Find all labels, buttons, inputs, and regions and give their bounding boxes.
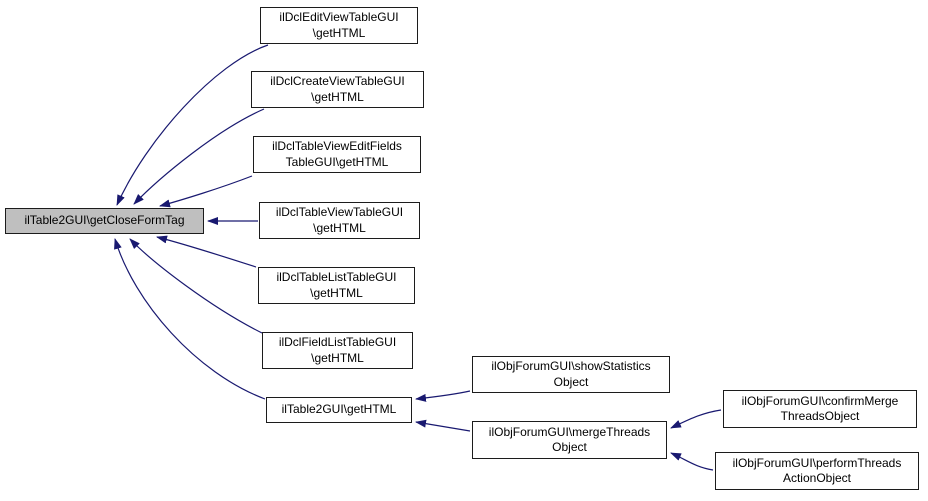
node-label-line: \getHTML	[311, 89, 364, 104]
node-label-line: ilObjForumGUI\showStatistics	[491, 359, 651, 373]
edge-ildcltablelisttablegui-to-getcloseformtag	[156, 235, 257, 268]
node-label-line: Object	[553, 374, 589, 389]
node-label-line: ActionObject	[782, 471, 852, 485]
node-label-line: ilObjForumGUI\performThreads	[732, 455, 902, 470]
edge-performthreads-to-mergethreads	[670, 452, 714, 471]
node-ildcltableviewtablegui-gethtml[interactable]: ilDclTableViewTableGUI \getHTML	[259, 202, 420, 239]
node-label-line: TableGUI\getHTML	[285, 154, 389, 169]
node-label-line: ilDclTableViewTableGUI	[275, 205, 404, 219]
node-iltable2gui-getcloseformtag[interactable]: ilTable2GUI\getCloseFormTag	[5, 208, 204, 234]
node-label-line: ilTable2GUI\getCloseFormTag	[24, 213, 185, 228]
node-label-line: ilDclFieldListTableGUI	[278, 335, 397, 349]
edge-iltable2gui-gethtml-to-getcloseformtag	[114, 238, 266, 400]
node-label-line: \getHTML	[312, 25, 366, 40]
edge-ildclfieldlisttablegui-to-getcloseformtag	[129, 238, 263, 334]
node-ilobjforumgui-performthreadsactionobject[interactable]: ilObjForumGUI\performThreads ActionObjec…	[715, 452, 919, 490]
node-ildclfieldlisttablegui-gethtml[interactable]: ilDclFieldListTableGUI \getHTML	[262, 332, 413, 369]
node-label-line: ilDclCreateViewTableGUI	[270, 74, 405, 88]
edge-confirmmerge-to-mergethreads	[670, 409, 722, 429]
node-label-line: ilDclEditViewTableGUI	[279, 10, 399, 24]
node-iltable2gui-gethtml[interactable]: ilTable2GUI\getHTML	[266, 397, 412, 423]
node-ildcltablevieweditfieldstablegui-gethtml[interactable]: ilDclTableViewEditFields TableGUI\getHTM…	[253, 136, 421, 173]
node-ildcleditviewtablegui-gethtml[interactable]: ilDclEditViewTableGUI \getHTML	[260, 7, 418, 44]
node-label-line: \getHTML	[311, 350, 364, 365]
edge-ildcltablevieweditfields-to-getcloseformtag	[159, 175, 253, 208]
node-label-line: \getHTML	[310, 285, 363, 300]
node-ildcltablelisttablegui-gethtml[interactable]: ilDclTableListTableGUI \getHTML	[258, 267, 415, 304]
node-label-line: \getHTML	[313, 220, 366, 235]
node-ilobjforumgui-confirmmergethreadsobject[interactable]: ilObjForumGUI\confirmMerge ThreadsObject	[723, 390, 917, 428]
edge-ildclcreateviewtablegui-to-getcloseformtag	[133, 108, 265, 205]
edge-ildcleditviewtablegui-to-getcloseformtag	[116, 44, 269, 206]
node-label-line: Object	[552, 440, 587, 454]
node-label-line: ilDclTableListTableGUI	[276, 270, 397, 284]
node-label-line: ilObjForumGUI\confirmMerge	[741, 393, 899, 408]
edge-mergethreads-to-gethtml	[415, 419, 471, 432]
node-ilobjforumgui-mergethreadsobject[interactable]: ilObjForumGUI\mergeThreads Object	[472, 421, 667, 459]
node-label-line: ilObjForumGUI\mergeThreads	[488, 424, 651, 439]
node-ilobjforumgui-showstatisticsobject[interactable]: ilObjForumGUI\showStatistics Object	[472, 356, 670, 393]
edge-showstatistics-to-gethtml	[415, 390, 471, 402]
node-label-line: ilTable2GUI\getHTML	[281, 402, 397, 417]
node-ildclcreateviewtablegui-gethtml[interactable]: ilDclCreateViewTableGUI \getHTML	[251, 71, 424, 108]
node-label-line: ilDclTableViewEditFields	[272, 139, 402, 153]
node-label-line: ThreadsObject	[780, 409, 860, 423]
